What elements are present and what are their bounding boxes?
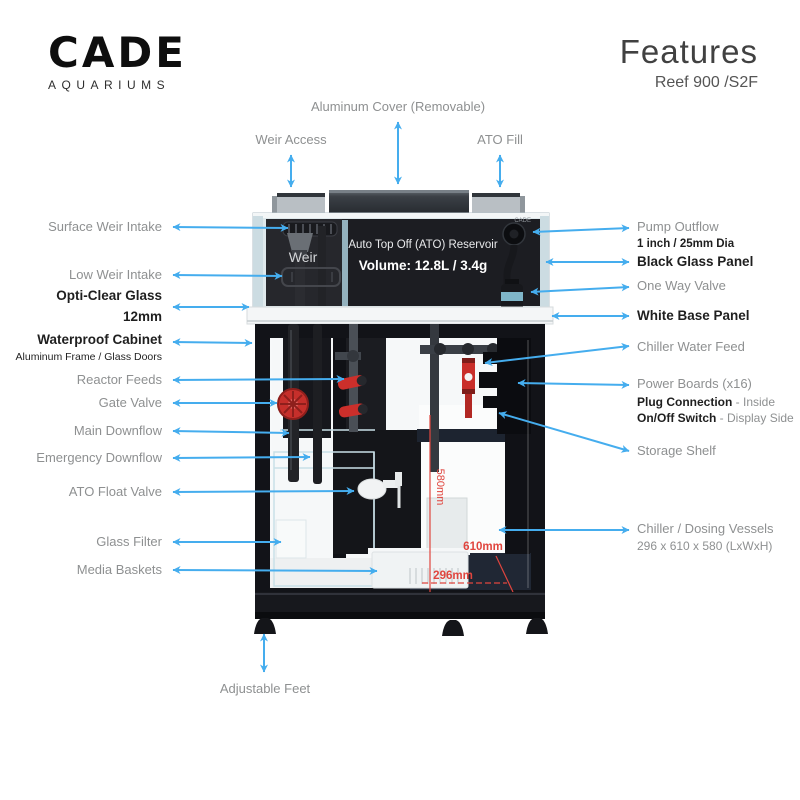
emergency-downflow-pipe bbox=[313, 324, 322, 484]
label-reactor-feeds: Reactor Feeds bbox=[76, 372, 162, 387]
center-pipe bbox=[430, 324, 439, 472]
arrow-surface-weir-intake bbox=[172, 223, 289, 232]
label-pump-outflow: Pump Outflow 1 inch / 25mm Dia bbox=[637, 219, 735, 250]
arrow-one-way-valve bbox=[530, 283, 630, 296]
display-tank: Weir Auto Top Off (ATO) Reservoir Volume… bbox=[252, 212, 550, 314]
tank-brand-text: CADE bbox=[514, 218, 531, 224]
label-ato-fill: ATO Fill bbox=[477, 132, 523, 147]
aluminum-cover bbox=[329, 190, 469, 216]
label-chiller-dosing-vessels-sub: 296 x 610 x 580 (LxWxH) bbox=[637, 538, 773, 553]
ato-fill-cover bbox=[472, 193, 525, 214]
glass-filter bbox=[275, 519, 307, 559]
label-gate-valve: Gate Valve bbox=[98, 395, 162, 410]
label-opti-clear-glass: Opti-Clear Glass 12mm bbox=[56, 288, 162, 324]
storage-shelf bbox=[417, 429, 509, 442]
label-one-way-valve: One Way Valve bbox=[637, 278, 726, 293]
weir-access-cover bbox=[272, 193, 325, 214]
label-waterproof-cabinet: Waterproof Cabinet Aluminum Frame / Glas… bbox=[15, 332, 162, 363]
weir-section: Weir bbox=[266, 219, 342, 306]
reactor-valve-2 bbox=[338, 403, 368, 418]
label-weir-access: Weir Access bbox=[255, 132, 327, 147]
brand-logo-text: CADE bbox=[48, 28, 187, 77]
weir-divider-glass bbox=[342, 220, 348, 306]
arrow-emergency-downflow bbox=[172, 453, 311, 462]
label-adjustable-feet: Adjustable Feet bbox=[219, 681, 311, 696]
outflow-tube bbox=[503, 244, 518, 284]
white-base-panel bbox=[246, 306, 554, 325]
label-waterproof-cabinet-sub: Aluminum Frame / Glass Doors bbox=[15, 350, 162, 363]
label-ato-float-valve: ATO Float Valve bbox=[68, 484, 162, 499]
arrow-main-downflow bbox=[172, 427, 290, 437]
arrow-storage-shelf bbox=[498, 411, 630, 453]
label-surface-weir-intake: Surface Weir Intake bbox=[48, 219, 162, 234]
dim-height-text: 580mm bbox=[434, 469, 446, 506]
waterproof-cabinet: 580mm 610mm 296mm bbox=[254, 324, 548, 636]
arrow-reactor-feeds bbox=[172, 375, 345, 384]
dim-width-text: 296mm bbox=[433, 570, 473, 582]
arrow-pump-outflow bbox=[532, 224, 630, 236]
label-white-base-panel: White Base Panel bbox=[637, 308, 750, 323]
brand-logo: CADE AQUARIUMS bbox=[48, 28, 187, 93]
page-title: Features bbox=[619, 33, 758, 70]
chiller-water-feed-valve bbox=[462, 358, 475, 418]
arrow-media-baskets bbox=[172, 566, 378, 575]
page-header: Features Reef 900 /S2F bbox=[619, 33, 758, 92]
label-chiller-water-feed: Chiller Water Feed bbox=[637, 339, 745, 354]
label-black-glass-panel: Black Glass Panel bbox=[637, 254, 754, 269]
label-chiller-dosing-vessels: Chiller / Dosing Vessels 296 x 610 x 580… bbox=[637, 521, 774, 553]
arrow-power-boards bbox=[517, 379, 630, 389]
ato-float-valve bbox=[357, 472, 402, 508]
label-media-baskets: Media Baskets bbox=[76, 562, 162, 577]
gate-valve bbox=[277, 388, 309, 420]
label-power-boards: Power Boards (x16) Plug Connection - Ins… bbox=[637, 376, 794, 425]
label-low-weir-intake: Low Weir Intake bbox=[69, 267, 162, 282]
label-power-boards-sub1: Plug Connection - Inside bbox=[637, 394, 776, 409]
label-main-downflow: Main Downflow bbox=[73, 423, 162, 438]
ato-reservoir-section: Auto Top Off (ATO) Reservoir Volume: 12.… bbox=[348, 218, 531, 273]
label-pump-outflow-sub: 1 inch / 25mm Dia bbox=[637, 237, 735, 250]
arrow-waterproof-cabinet bbox=[172, 338, 253, 347]
label-emergency-downflow: Emergency Downflow bbox=[36, 450, 162, 465]
brand-logo-subtext: AQUARIUMS bbox=[48, 78, 171, 92]
reactor-valve-1 bbox=[337, 375, 367, 390]
label-glass-filter: Glass Filter bbox=[96, 534, 162, 549]
arrow-chiller-water-feed bbox=[484, 342, 630, 367]
reactor-feeds bbox=[335, 324, 368, 432]
arrow-ato-float-valve bbox=[172, 487, 355, 496]
weir-text: Weir bbox=[289, 249, 318, 265]
dim-depth-text: 610mm bbox=[463, 541, 503, 553]
dimension-annotations bbox=[422, 415, 514, 593]
adjustable-feet bbox=[254, 618, 548, 636]
label-power-boards-sub2: On/Off Switch - Display Side bbox=[637, 410, 794, 425]
ato-reservoir-text: Auto Top Off (ATO) Reservoir bbox=[348, 239, 498, 251]
arrow-low-weir-intake bbox=[172, 271, 283, 280]
label-aluminum-cover: Aluminum Cover (Removable) bbox=[310, 99, 486, 114]
ato-volume-text: Volume: 12.8L / 3.4g bbox=[359, 258, 488, 273]
label-storage-shelf: Storage Shelf bbox=[637, 443, 716, 458]
page-subtitle: Reef 900 /S2F bbox=[654, 74, 758, 92]
media-baskets bbox=[368, 497, 470, 589]
pump-outflow bbox=[502, 222, 526, 246]
